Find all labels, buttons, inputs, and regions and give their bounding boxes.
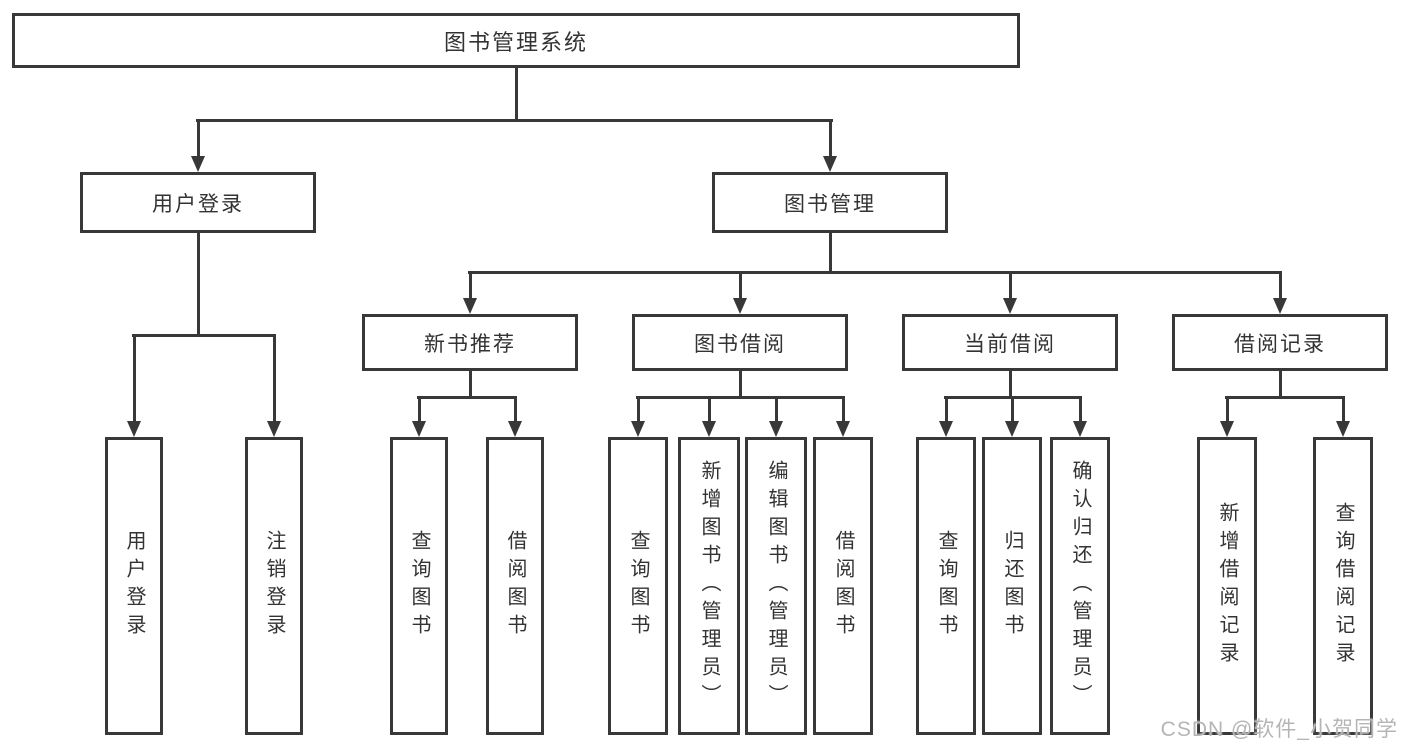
leaf-query-borrow-record: 查询借阅记录 (1313, 437, 1373, 735)
node-book-borrow: 图书借阅 (632, 314, 848, 371)
leaf-query-books-current: 查询图书 (916, 437, 976, 735)
leaf-logout: 注销登录 (245, 437, 303, 735)
arrow-down-icon (463, 298, 477, 314)
leaf-user-login: 用户登录 (105, 437, 163, 735)
arrow-down-icon (1220, 421, 1234, 437)
connector-line-vertical (514, 68, 518, 120)
arrow-down-icon (702, 421, 716, 437)
connector-line-horizontal (1225, 396, 1345, 399)
connector-line-vertical (468, 371, 472, 397)
node-book-management: 图书管理 (712, 172, 948, 233)
connector-line-vertical (1278, 272, 1282, 300)
arrow-down-icon (769, 421, 783, 437)
arrow-down-icon (127, 421, 141, 437)
arrow-down-icon (508, 421, 522, 437)
connector-line-vertical (1008, 272, 1012, 300)
connector-line-vertical (196, 120, 200, 158)
leaf-borrow-books-recommend: 借阅图书 (486, 437, 544, 735)
node-user-login: 用户登录 (80, 172, 316, 233)
connector-line-vertical (944, 397, 948, 423)
arrow-down-icon (1273, 298, 1287, 314)
arrow-down-icon (733, 298, 747, 314)
arrow-down-icon (412, 421, 426, 437)
arrow-down-icon (1003, 298, 1017, 314)
connector-line-vertical (707, 397, 711, 423)
leaf-return-books: 归还图书 (982, 437, 1042, 735)
node-library-management-system: 图书管理系统 (12, 13, 1020, 68)
connector-line-vertical (828, 120, 832, 158)
connector-line-vertical (1278, 371, 1282, 397)
arrow-down-icon (267, 421, 281, 437)
connector-line-vertical (1341, 397, 1345, 423)
leaf-query-books-borrow: 查询图书 (608, 437, 668, 735)
node-borrow-record: 借阅记录 (1172, 314, 1388, 371)
connector-line-vertical (468, 272, 472, 300)
arrow-down-icon (191, 156, 205, 172)
arrow-down-icon (823, 156, 837, 172)
arrow-down-icon (1336, 421, 1350, 437)
connector-line-vertical (1008, 371, 1012, 397)
arrow-down-icon (1073, 421, 1087, 437)
connector-line-vertical (417, 397, 421, 423)
leaf-edit-books-admin: 编辑图书（管理员） (745, 437, 807, 735)
connector-line-horizontal (468, 271, 1282, 274)
leaf-add-borrow-record: 新增借阅记录 (1197, 437, 1257, 735)
leaf-add-books-admin: 新增图书（管理员） (678, 437, 740, 735)
arrow-down-icon (631, 421, 645, 437)
connector-line-vertical (272, 335, 276, 423)
connector-line-vertical (774, 397, 778, 423)
connector-line-horizontal (196, 119, 833, 122)
leaf-borrow-books: 借阅图书 (813, 437, 873, 735)
csdn-watermark: CSDN @软件_小贺同学 (1160, 718, 1398, 741)
node-new-book-recommend: 新书推荐 (362, 314, 578, 371)
connector-line-vertical (132, 335, 136, 423)
connector-line-vertical (841, 397, 845, 423)
arrow-down-icon (1005, 421, 1019, 437)
connector-line-vertical (738, 272, 742, 300)
connector-line-horizontal (636, 396, 845, 399)
connector-line-vertical (1225, 397, 1229, 423)
connector-line-vertical (636, 397, 640, 423)
connector-line-horizontal (132, 334, 276, 337)
arrow-down-icon (836, 421, 850, 437)
arrow-down-icon (939, 421, 953, 437)
leaf-confirm-return-admin: 确认归还（管理员） (1050, 437, 1110, 735)
leaf-query-books-recommend: 查询图书 (390, 437, 448, 735)
connector-line-vertical (738, 371, 742, 397)
connector-line-vertical (513, 397, 517, 423)
connector-line-horizontal (417, 396, 517, 399)
connector-line-vertical (1010, 397, 1014, 423)
connector-line-vertical (196, 233, 200, 335)
connector-line-vertical (1078, 397, 1082, 423)
node-current-borrow: 当前借阅 (902, 314, 1118, 371)
connector-line-vertical (828, 233, 832, 272)
